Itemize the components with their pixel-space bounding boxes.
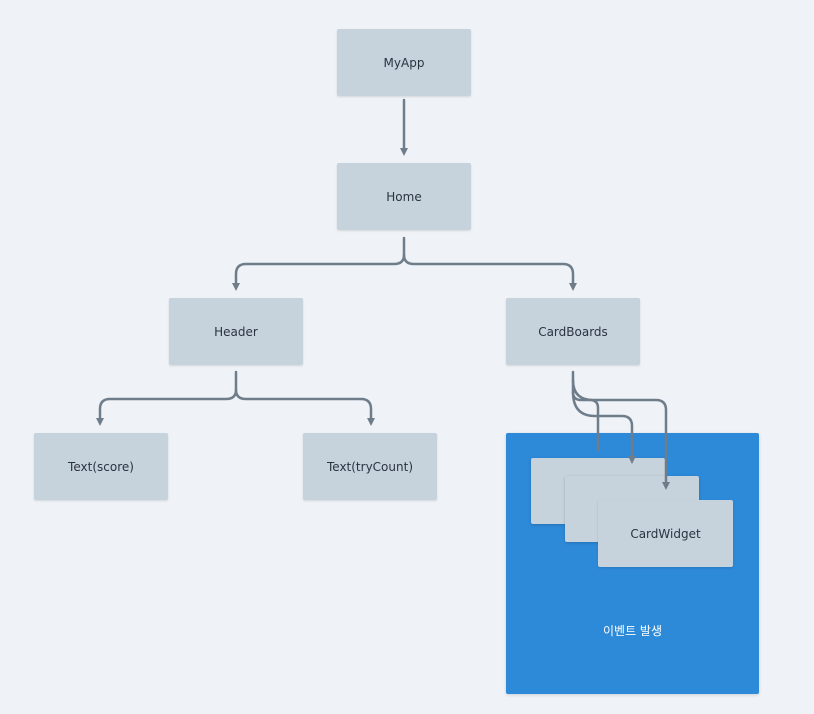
edge-cardboards-card-2 bbox=[571, 390, 636, 464]
home-node[interactable]: Home bbox=[337, 163, 471, 230]
card-widget-label: CardWidget bbox=[630, 526, 701, 541]
header-label: Header bbox=[214, 324, 258, 339]
home-label: Home bbox=[386, 189, 422, 204]
myapp-node[interactable]: MyApp bbox=[337, 29, 471, 96]
edge-home-header bbox=[232, 236, 406, 291]
header-node[interactable]: Header bbox=[169, 298, 303, 365]
text-trycount-label: Text(tryCount) bbox=[326, 459, 413, 474]
text-score-node[interactable]: Text(score) bbox=[34, 433, 168, 500]
cardboards-node[interactable]: CardBoards bbox=[506, 298, 640, 365]
cardboards-label: CardBoards bbox=[538, 324, 608, 339]
text-score-label: Text(score) bbox=[68, 459, 134, 474]
card-widget-node[interactable]: CardWidget bbox=[598, 500, 733, 567]
edge-header-text-trycount bbox=[234, 388, 375, 426]
event-area-label: 이벤트 발생 bbox=[602, 624, 662, 638]
text-trycount-node[interactable]: Text(tryCount) bbox=[303, 433, 437, 500]
edge-header-text-score bbox=[96, 370, 238, 426]
myapp-label: MyApp bbox=[383, 55, 425, 70]
edge-home-cardboards bbox=[402, 253, 577, 291]
edge-cardboards-card-1 bbox=[571, 370, 600, 452]
edge-cardboards-card-3 bbox=[571, 378, 670, 490]
